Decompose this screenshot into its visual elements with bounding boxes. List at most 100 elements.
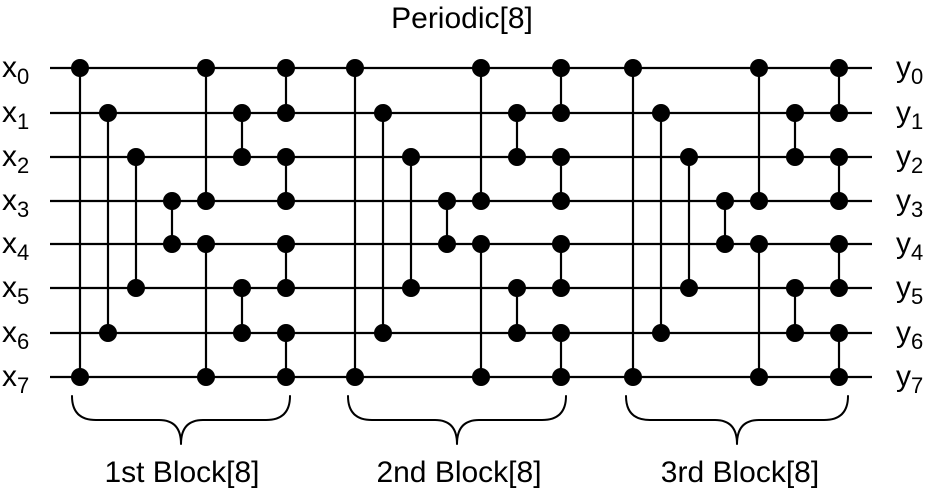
node-b2-w1 [374, 104, 392, 122]
node-b2-w0 [472, 59, 490, 77]
input-label-symbol: x [2, 271, 17, 304]
node-b1-w4 [277, 235, 295, 253]
node-b3-w6 [652, 324, 670, 342]
node-b2-w2 [402, 148, 420, 166]
block-brace-3 [625, 395, 849, 445]
comparators-group [78, 68, 841, 377]
output-label-7: y7 [896, 360, 923, 398]
output-label-symbol: y [896, 140, 911, 173]
output-label-1: y1 [896, 96, 923, 134]
node-b3-w7 [750, 368, 768, 386]
input-label-symbol: x [2, 227, 17, 260]
input-label-0: x0 [2, 51, 29, 89]
node-b3-w0 [750, 59, 768, 77]
node-b1-w2 [127, 148, 145, 166]
input-label-subscript: 3 [17, 197, 29, 222]
node-b2-w0 [346, 59, 364, 77]
node-b2-w3 [472, 192, 490, 210]
node-b3-w6 [830, 324, 848, 342]
output-label-symbol: y [896, 184, 911, 217]
block-brace-2 [347, 395, 567, 445]
input-label-symbol: x [2, 96, 17, 129]
node-b1-w7 [71, 368, 89, 386]
input-label-subscript: 4 [17, 240, 29, 265]
node-b3-w5 [680, 279, 698, 297]
output-label-subscript: 7 [911, 373, 923, 398]
node-b3-w3 [716, 192, 734, 210]
node-b1-w7 [197, 368, 215, 386]
input-label-2: x2 [2, 140, 29, 178]
input-label-subscript: 1 [17, 109, 29, 134]
output-label-subscript: 0 [911, 64, 923, 89]
node-b1-w5 [277, 279, 295, 297]
input-label-subscript: 0 [17, 64, 29, 89]
node-b1-w1 [99, 104, 117, 122]
nodes-group [71, 59, 848, 386]
node-b2-w7 [552, 368, 570, 386]
node-b3-w3 [750, 192, 768, 210]
input-label-symbol: x [2, 51, 17, 84]
output-label-5: y5 [896, 271, 923, 309]
node-b2-w6 [508, 324, 526, 342]
output-label-subscript: 1 [911, 109, 923, 134]
output-label-subscript: 4 [911, 240, 923, 265]
output-label-subscript: 6 [911, 329, 923, 354]
node-b3-w7 [830, 368, 848, 386]
input-label-symbol: x [2, 140, 17, 173]
node-b1-w5 [127, 279, 145, 297]
node-b2-w1 [508, 104, 526, 122]
output-label-2: y2 [896, 140, 923, 178]
node-b1-w0 [277, 59, 295, 77]
node-b2-w4 [438, 235, 456, 253]
node-b2-w2 [552, 148, 570, 166]
node-b3-w2 [830, 148, 848, 166]
node-b2-w1 [552, 104, 570, 122]
node-b3-w4 [750, 235, 768, 253]
output-label-symbol: y [896, 227, 911, 260]
node-b1-w1 [277, 104, 295, 122]
block-label-1: 1st Block[8] [104, 456, 259, 489]
block-brace-1 [71, 395, 291, 445]
input-label-3: x3 [2, 184, 29, 222]
input-label-symbol: x [2, 360, 17, 393]
node-b1-w2 [233, 148, 251, 166]
node-b1-w4 [197, 235, 215, 253]
node-b2-w5 [402, 279, 420, 297]
node-b1-w5 [233, 279, 251, 297]
block-label-2: 2nd Block[8] [376, 456, 541, 489]
output-label-subscript: 5 [911, 284, 923, 309]
node-b1-w3 [277, 192, 295, 210]
output-label-subscript: 2 [911, 153, 923, 178]
node-b2-w4 [472, 235, 490, 253]
input-label-subscript: 7 [17, 373, 29, 398]
node-b1-w6 [99, 324, 117, 342]
node-b3-w3 [830, 192, 848, 210]
input-label-symbol: x [2, 316, 17, 349]
node-b2-w3 [438, 192, 456, 210]
diagram-title: Periodic[8] [391, 2, 533, 35]
node-b1-w6 [233, 324, 251, 342]
input-label-symbol: x [2, 184, 17, 217]
output-label-symbol: y [896, 271, 911, 304]
node-b2-w6 [374, 324, 392, 342]
node-b2-w4 [552, 235, 570, 253]
block-label-3: 3rd Block[8] [661, 456, 819, 489]
input-label-subscript: 2 [17, 153, 29, 178]
output-label-4: y4 [896, 227, 923, 265]
output-label-symbol: y [896, 51, 911, 84]
node-b2-w2 [508, 148, 526, 166]
node-b2-w6 [552, 324, 570, 342]
node-b1-w6 [277, 324, 295, 342]
node-b2-w5 [552, 279, 570, 297]
node-b1-w1 [233, 104, 251, 122]
node-b3-w4 [716, 235, 734, 253]
node-b2-w3 [552, 192, 570, 210]
output-label-symbol: y [896, 316, 911, 349]
node-b1-w0 [197, 59, 215, 77]
output-label-3: y3 [896, 184, 923, 222]
node-b1-w3 [163, 192, 181, 210]
input-label-4: x4 [2, 227, 29, 265]
